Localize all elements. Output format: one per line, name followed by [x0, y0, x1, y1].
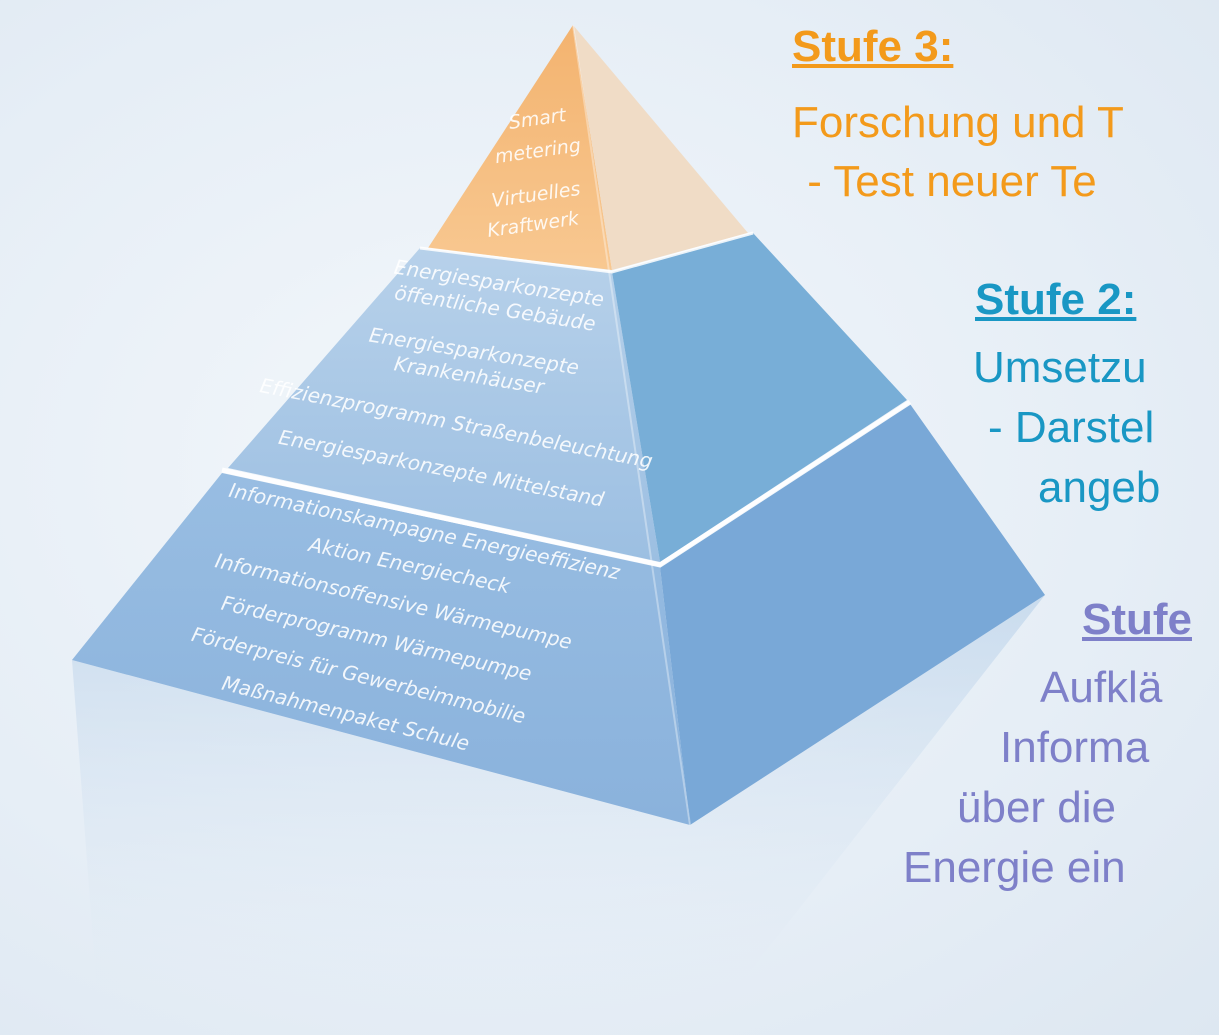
- stufe3-line: Forschung und T: [792, 98, 1124, 147]
- pyramid-edge: [572, 24, 691, 826]
- stufe3-line: - Test neuer Te: [795, 157, 1097, 206]
- stufe2-heading: Stufe 2:: [975, 275, 1137, 324]
- pyramid-top-side: [573, 25, 748, 270]
- stufe1-line: über die: [957, 783, 1117, 832]
- stufe2-line: Umsetzu: [973, 343, 1147, 392]
- pyramid-bottom-front: [72, 473, 690, 825]
- stufe1-line: Informa: [1000, 723, 1150, 772]
- pyramid-bottom-side: [660, 404, 1045, 825]
- pyramid-middle-front: [228, 248, 660, 562]
- stufe2-line: - Darstel: [988, 403, 1155, 452]
- stufe1-line: Energie ein: [903, 843, 1126, 892]
- stufe1-line: Aufklä: [1040, 663, 1163, 712]
- pyramid-reflection: [72, 595, 1045, 1035]
- stufe2-line: angeb: [1038, 463, 1161, 512]
- stufe1-heading: Stufe: [1082, 595, 1192, 644]
- pyramid-top-front: [428, 25, 612, 270]
- pyramid-tier-divider: [221, 399, 912, 568]
- pyramid-tier-divider: [419, 231, 754, 274]
- stufe3-heading: Stufe 3:: [792, 22, 954, 71]
- pyramid-middle-side: [612, 233, 907, 562]
